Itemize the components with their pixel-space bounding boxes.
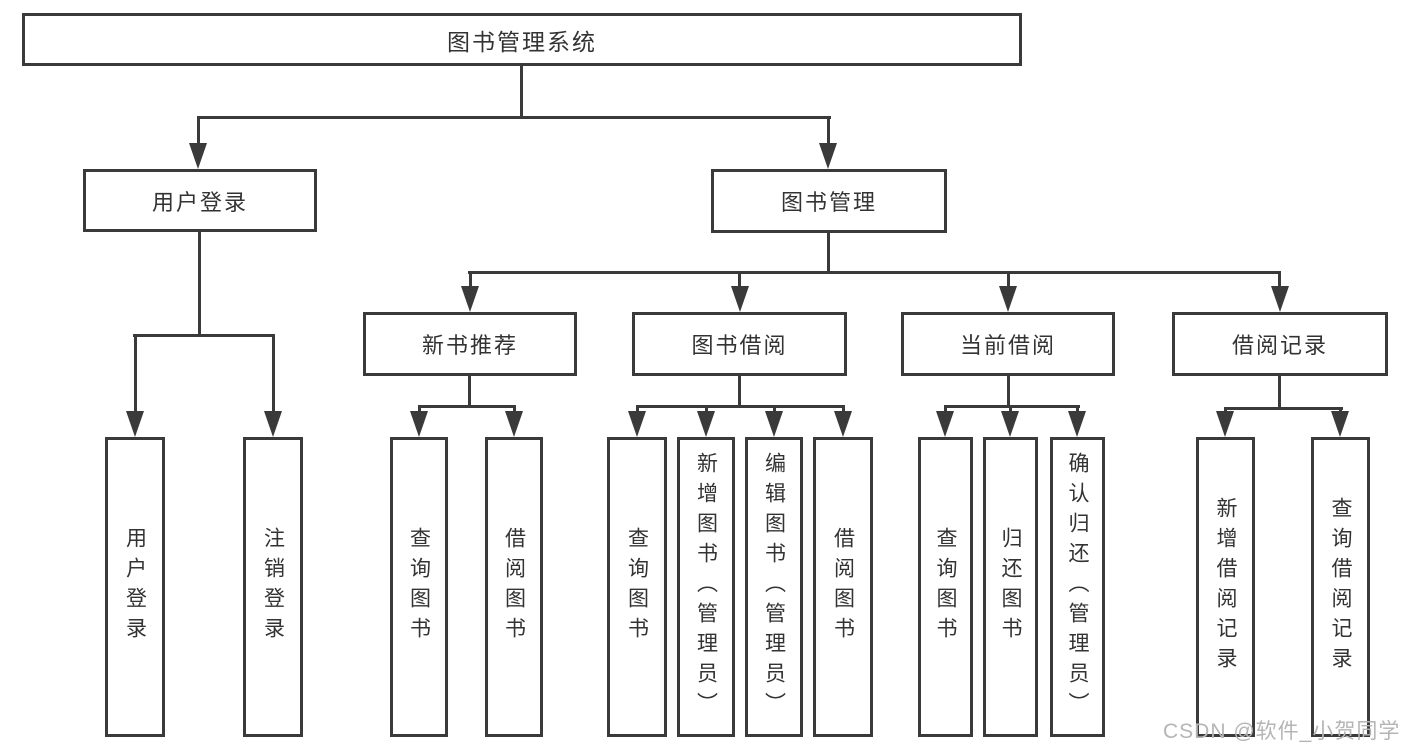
node-borrowing-records: 借阅记录 xyxy=(1172,312,1388,376)
node-user-login-label: 用户登录 xyxy=(151,189,248,215)
arrowhead-down xyxy=(697,411,715,437)
leaf-borrow-books: 借阅图书 xyxy=(813,437,873,737)
connector-line xyxy=(705,405,708,414)
node-current-borrowing-label: 当前借阅 xyxy=(959,333,1056,358)
connector-line xyxy=(738,271,741,289)
arrowhead-down xyxy=(461,286,479,312)
arrowhead-down xyxy=(936,411,954,437)
connector-line xyxy=(418,405,516,408)
node-current-borrowing: 当前借阅 xyxy=(901,312,1115,376)
connector-line xyxy=(1339,407,1342,414)
node-borrowing-records-label: 借阅记录 xyxy=(1231,333,1328,358)
leaf-query-borrow-record: 查询借阅记录 xyxy=(1311,437,1370,737)
leaf-user-login: 用户登录 xyxy=(105,437,165,737)
arrowhead-down xyxy=(1068,411,1086,437)
connector-line xyxy=(1278,271,1281,289)
connector-line xyxy=(773,405,776,414)
leaf-query-books-current: 查询图书 xyxy=(918,437,973,737)
arrowhead-down xyxy=(1001,411,1019,437)
leaf-confirm-return-admin-label: 确认归还（管理员） xyxy=(1066,452,1089,722)
leaf-add-borrow-record: 新增借阅记录 xyxy=(1196,437,1255,737)
node-root: 图书管理系统 xyxy=(22,13,1022,66)
node-book-management: 图书管理 xyxy=(711,169,947,233)
connector-line xyxy=(1278,376,1281,410)
connector-line xyxy=(134,334,137,413)
leaf-query-books-current-label: 查询图书 xyxy=(934,527,957,647)
connector-line xyxy=(1224,407,1343,410)
leaf-query-books-recommend: 查询图书 xyxy=(390,437,448,737)
connector-line xyxy=(469,271,472,289)
leaf-borrow-books-recommend-label: 借阅图书 xyxy=(502,527,526,647)
connector-line xyxy=(198,232,201,337)
connector-line xyxy=(842,405,845,414)
arrowhead-down xyxy=(264,411,282,437)
connector-line xyxy=(944,405,947,414)
connector-line xyxy=(272,334,275,413)
arrowhead-down xyxy=(1331,411,1349,437)
connector-line xyxy=(1007,376,1010,408)
node-user-login: 用户登录 xyxy=(83,169,317,232)
arrowhead-down xyxy=(731,286,749,312)
connector-line xyxy=(944,405,1080,408)
connector-line xyxy=(1224,407,1227,414)
connector-line xyxy=(133,334,275,337)
connector-line xyxy=(418,405,421,414)
leaf-edit-book-admin: 编辑图书（管理员） xyxy=(745,437,803,737)
arrowhead-down xyxy=(999,286,1017,312)
node-root-label: 图书管理系统 xyxy=(447,28,597,55)
leaf-query-borrow-record-label: 查询借阅记录 xyxy=(1329,497,1352,677)
leaf-borrow-books-label: 借阅图书 xyxy=(831,527,855,647)
connector-line xyxy=(468,271,1281,274)
connector-line xyxy=(198,116,831,119)
leaf-borrow-books-recommend: 借阅图书 xyxy=(485,437,543,737)
arrowhead-down xyxy=(834,411,852,437)
arrowhead-down xyxy=(1271,286,1289,312)
connector-line xyxy=(827,116,830,146)
leaf-logout: 注销登录 xyxy=(243,437,303,737)
leaf-add-book-admin-label: 新增图书（管理员） xyxy=(694,452,718,722)
leaf-query-books-recommend-label: 查询图书 xyxy=(407,527,431,647)
node-new-book-recommend: 新书推荐 xyxy=(363,312,577,376)
connector-line xyxy=(520,66,523,119)
leaf-return-book-label: 归还图书 xyxy=(999,527,1022,647)
connector-line xyxy=(1007,271,1010,289)
node-book-borrowing: 图书借阅 xyxy=(632,312,847,376)
leaf-add-borrow-record-label: 新增借阅记录 xyxy=(1214,497,1237,677)
node-book-management-label: 图书管理 xyxy=(780,190,877,215)
connector-line xyxy=(827,233,830,274)
arrowhead-down xyxy=(410,411,428,437)
connector-line xyxy=(1009,405,1012,414)
arrowhead-down xyxy=(189,143,207,169)
connector-line xyxy=(468,376,471,408)
leaf-user-login-label: 用户登录 xyxy=(123,527,147,647)
arrowhead-down xyxy=(505,411,523,437)
arrowhead-down xyxy=(819,143,837,169)
leaf-edit-book-admin-label: 编辑图书（管理员） xyxy=(762,452,786,722)
leaf-query-books-borrow-label: 查询图书 xyxy=(625,527,649,647)
connector-line xyxy=(1076,405,1079,414)
arrowhead-down xyxy=(1216,411,1234,437)
arrowhead-down xyxy=(765,411,783,437)
leaf-add-book-admin: 新增图书（管理员） xyxy=(677,437,735,737)
arrowhead-down xyxy=(628,411,646,437)
connector-line xyxy=(636,405,639,414)
leaf-query-books-borrow: 查询图书 xyxy=(607,437,667,737)
leaf-confirm-return-admin: 确认归还（管理员） xyxy=(1050,437,1105,737)
leaf-return-book: 归还图书 xyxy=(983,437,1038,737)
leaf-logout-label: 注销登录 xyxy=(261,527,285,647)
connector-line xyxy=(197,116,200,146)
node-book-borrowing-label: 图书借阅 xyxy=(691,333,788,358)
connector-line xyxy=(636,405,845,408)
arrowhead-down xyxy=(126,411,144,437)
connector-line xyxy=(738,376,741,408)
node-new-book-recommend-label: 新书推荐 xyxy=(421,333,518,358)
watermark: CSDN @软件_小贺同学 xyxy=(1163,720,1401,743)
connector-line xyxy=(513,405,516,414)
